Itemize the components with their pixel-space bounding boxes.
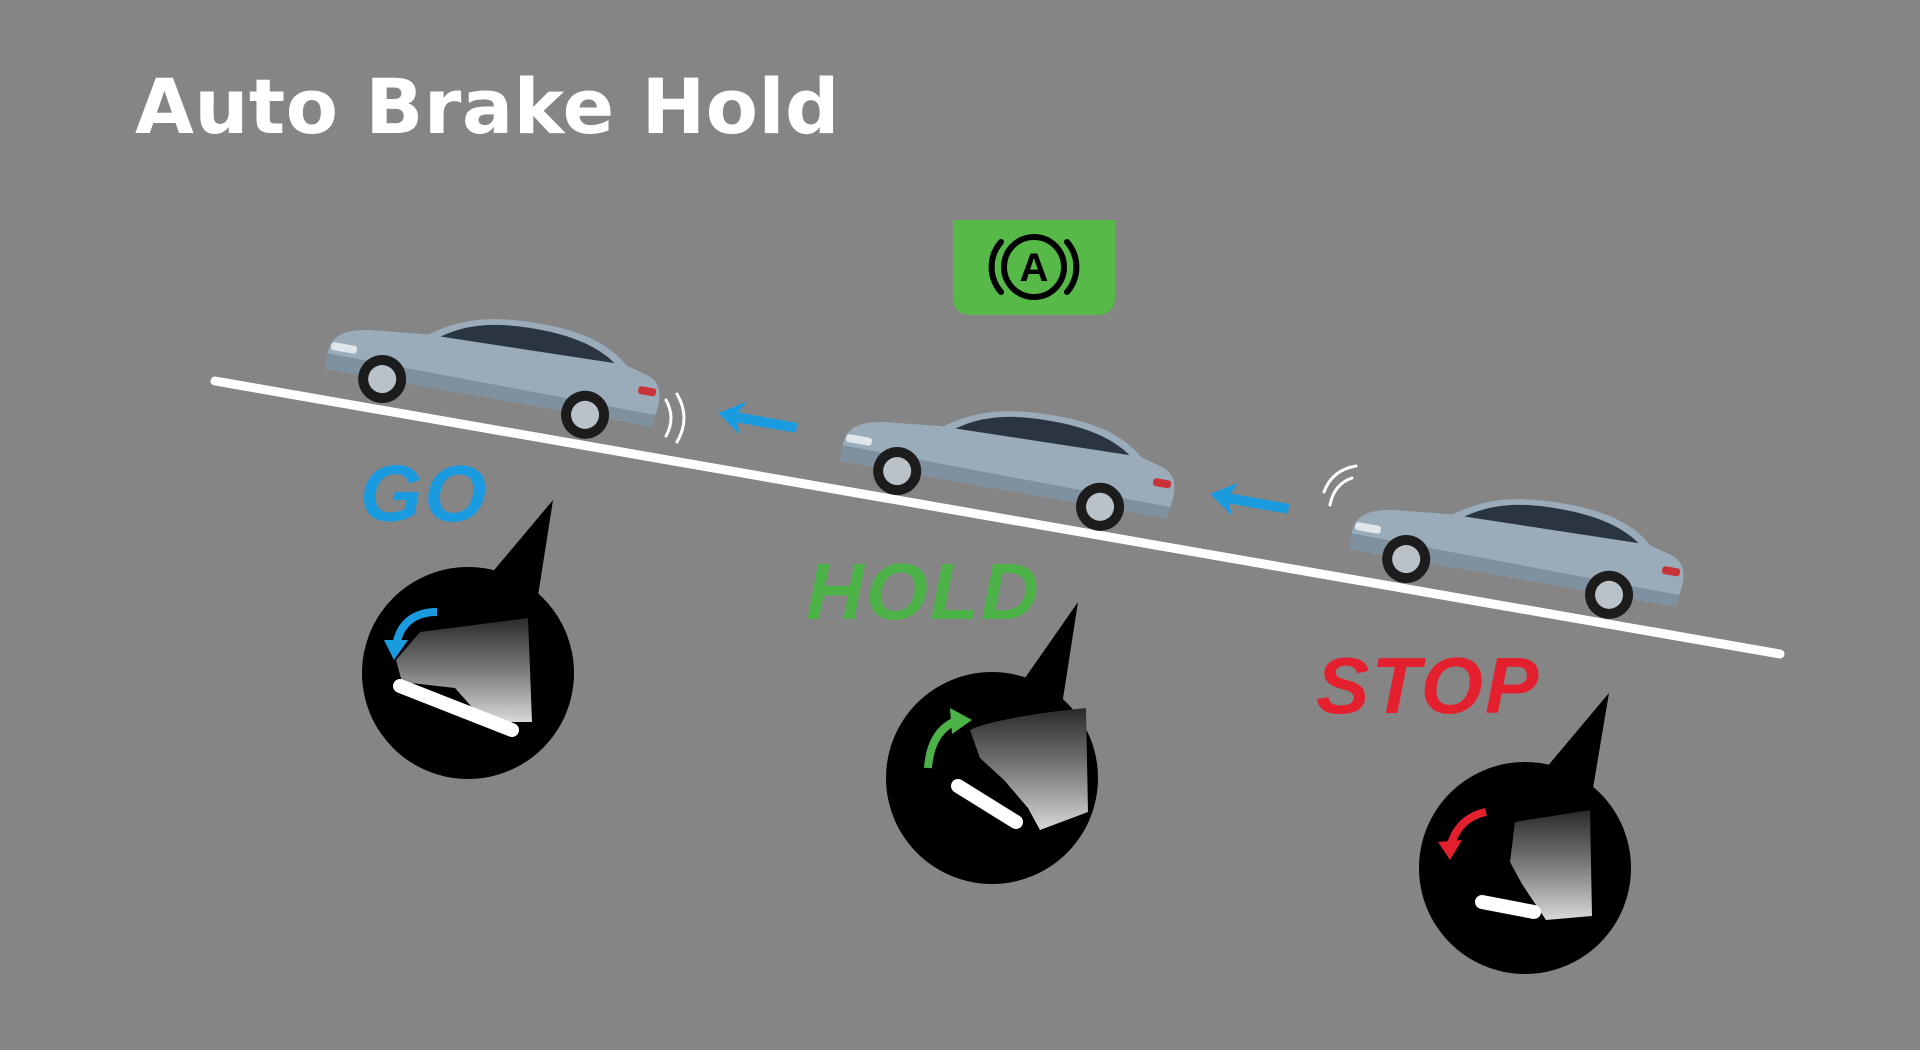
hill-road [210,376,1785,659]
phase-label-hold: HOLD [806,547,1041,636]
pedal-callout-stop [1419,693,1631,974]
indicator-letter: A [1020,246,1049,290]
auto-brake-hold-icon: A [988,234,1080,300]
direction-arrow-middle [1206,478,1292,526]
page-title: Auto Brake Hold [135,62,840,151]
motion-marks-stop [1322,464,1358,507]
direction-arrow-left [714,397,800,445]
motion-marks-go [664,392,686,444]
pedal-callout-hold [886,602,1098,884]
phase-label-go: GO [360,449,489,538]
phase-label-stop: STOP [1316,641,1541,730]
auto-brake-hold-indicator: A [953,220,1115,315]
pedal-callout-go [362,500,574,779]
